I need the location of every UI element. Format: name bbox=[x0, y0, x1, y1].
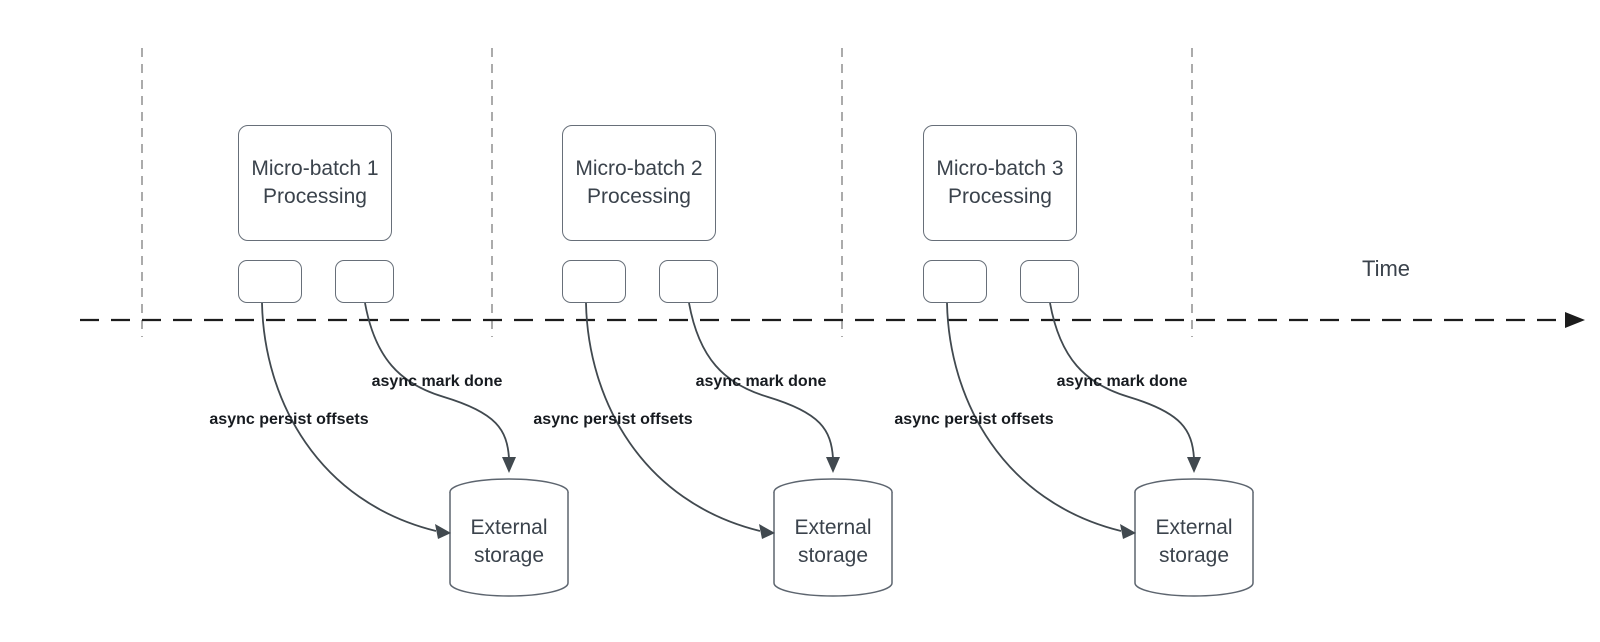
persist-offsets-label: async persist offsets bbox=[533, 411, 693, 428]
processing-box-label-line1: Micro-batch 2 bbox=[575, 157, 703, 180]
batch-group-1-graphics bbox=[261, 302, 569, 597]
micro-batch-2-processing-box: Micro-batch 2 Processing bbox=[562, 125, 716, 241]
persist-offsets-arrow bbox=[946, 302, 1122, 532]
external-storage-label-line2: storage bbox=[1158, 544, 1230, 567]
micro-batch-3-processing-box: Micro-batch 3 Processing bbox=[923, 125, 1077, 241]
storage-cylinder-body bbox=[1134, 492, 1254, 597]
time-axis-arrowhead-icon bbox=[1565, 312, 1585, 328]
mark-done-label: async mark done bbox=[371, 373, 503, 390]
persist-arrowhead-icon bbox=[435, 524, 451, 539]
processing-box-label-line2: Processing bbox=[263, 185, 367, 208]
external-storage-label-line2: storage bbox=[473, 544, 545, 567]
external-storage-label: External storage bbox=[470, 514, 547, 570]
done-arrowhead-icon bbox=[502, 457, 516, 473]
mark-done-task-box bbox=[1020, 260, 1079, 303]
batch-group-2-graphics bbox=[585, 302, 893, 597]
micro-batch-1-processing-box: Micro-batch 1 Processing bbox=[238, 125, 392, 241]
persist-offsets-label: async persist offsets bbox=[894, 411, 1054, 428]
external-storage-label-line1: External bbox=[470, 516, 548, 539]
mark-done-label: async mark done bbox=[1056, 373, 1188, 390]
processing-box-label-line2: Processing bbox=[948, 185, 1052, 208]
persist-offsets-task-box bbox=[238, 260, 302, 303]
persist-offsets-task-box bbox=[923, 260, 987, 303]
mark-done-arrow bbox=[1049, 302, 1195, 459]
external-storage-label-line2: storage bbox=[797, 544, 869, 567]
mark-done-task-box bbox=[659, 260, 718, 303]
external-storage-label-line1: External bbox=[1155, 516, 1233, 539]
persist-arrowhead-icon bbox=[759, 524, 775, 539]
external-storage-label-line1: External bbox=[794, 516, 872, 539]
processing-box-label-line2: Processing bbox=[587, 185, 691, 208]
persist-arrowhead-icon bbox=[1120, 524, 1136, 539]
storage-cylinder-body bbox=[449, 492, 569, 597]
storage-cylinder-body bbox=[773, 492, 893, 597]
mark-done-arrow bbox=[364, 302, 510, 459]
persist-offsets-task-box bbox=[562, 260, 626, 303]
done-arrowhead-icon bbox=[1187, 457, 1201, 473]
external-storage-label: External storage bbox=[1155, 514, 1232, 570]
time-axis-label: Time bbox=[1361, 256, 1411, 281]
mark-done-task-box bbox=[335, 260, 394, 303]
external-storage-label: External storage bbox=[794, 514, 871, 570]
processing-box-label-line1: Micro-batch 3 bbox=[936, 157, 1064, 180]
processing-box-label-line1: Micro-batch 1 bbox=[251, 157, 379, 180]
persist-offsets-label: async persist offsets bbox=[209, 411, 369, 428]
mark-done-arrow bbox=[688, 302, 834, 459]
done-arrowhead-icon bbox=[826, 457, 840, 473]
batch-group-3-graphics bbox=[946, 302, 1254, 597]
persist-offsets-arrow bbox=[585, 302, 761, 532]
persist-offsets-arrow bbox=[261, 302, 437, 532]
mark-done-label: async mark done bbox=[695, 373, 827, 390]
